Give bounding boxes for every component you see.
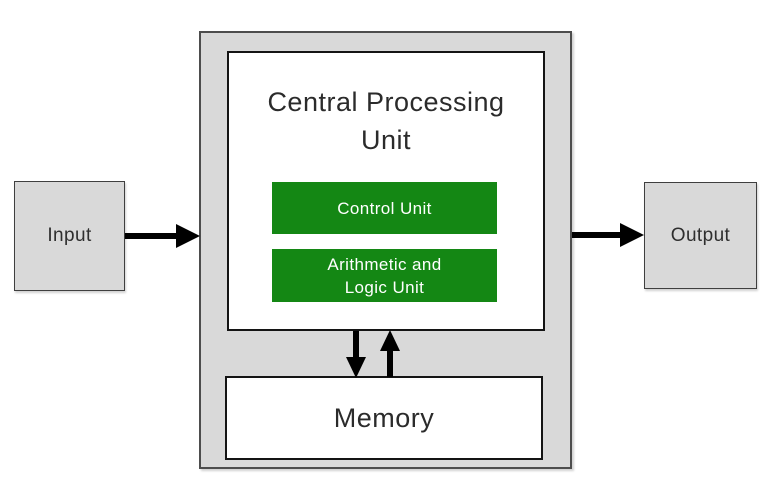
memory-label: Memory (333, 402, 435, 433)
alu-box: Arithmetic and Logic Unit (272, 249, 497, 302)
output-label: Output (670, 224, 731, 246)
cpu-to-output-arrow (572, 223, 644, 247)
control-unit-label: Control Unit (337, 198, 432, 218)
alu-label: Arithmetic and Logic Unit (327, 254, 442, 297)
input-to-cpu-arrow (125, 224, 200, 248)
output-box: Output (644, 182, 757, 289)
input-box: Input (14, 181, 125, 291)
input-label: Input (47, 225, 92, 246)
cpu-title: Central Processing Unit (267, 87, 505, 155)
control-unit-box: Control Unit (272, 182, 497, 234)
memory-box: Memory (225, 376, 543, 460)
